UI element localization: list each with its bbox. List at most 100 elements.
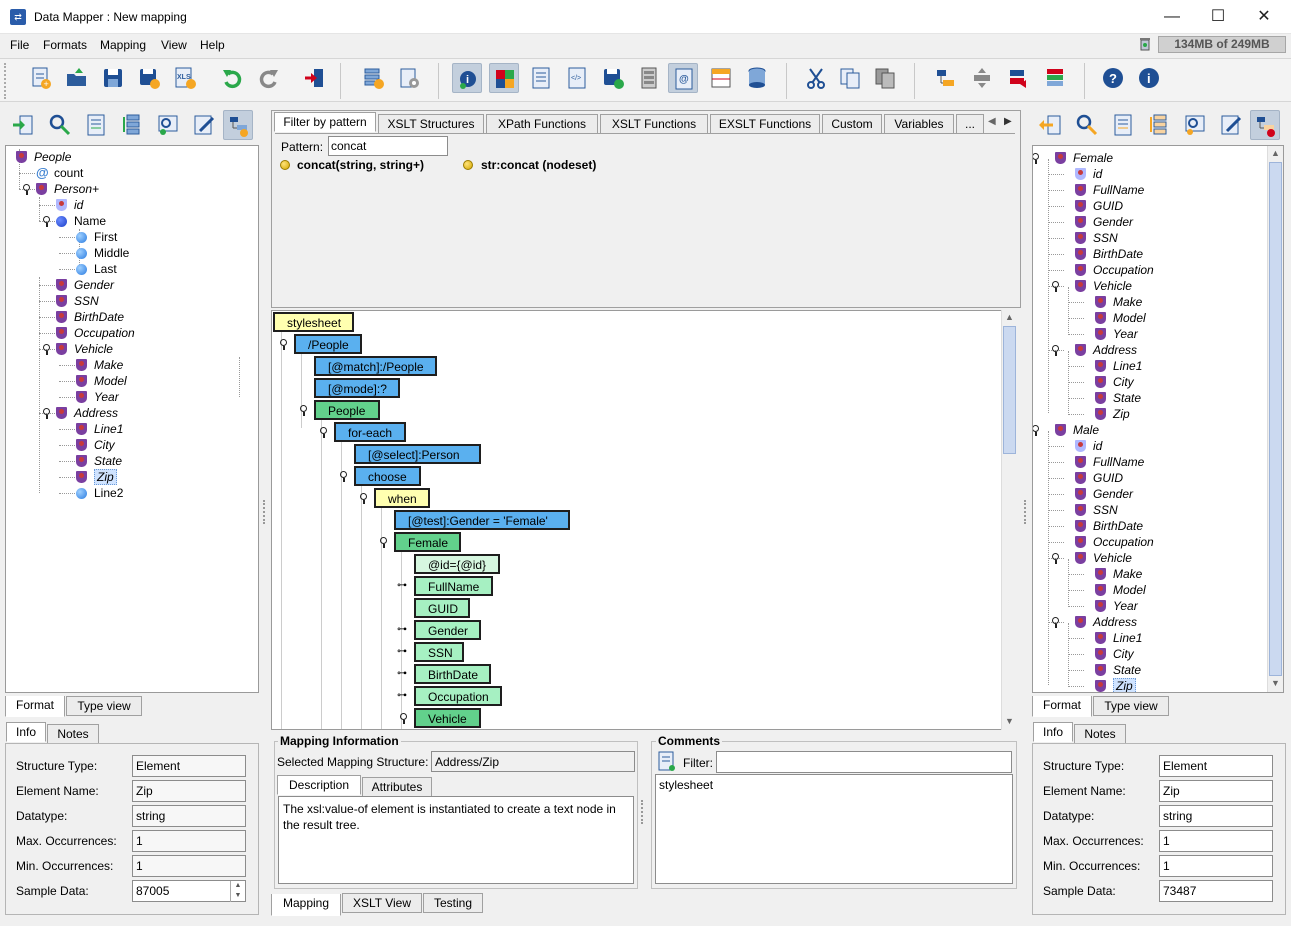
close-button[interactable]: ✕ — [1257, 8, 1271, 25]
xslt-node[interactable]: SSN — [414, 642, 464, 662]
add-mapping-icon[interactable] — [358, 63, 388, 93]
export-xls-icon[interactable]: XLS — [170, 63, 200, 93]
save-icon[interactable] — [98, 63, 128, 93]
xslt-node[interactable]: when — [374, 488, 430, 508]
target-edit-icon[interactable] — [1216, 110, 1246, 140]
expand-toggle-icon[interactable] — [22, 184, 31, 195]
expand-toggle-icon[interactable] — [359, 493, 368, 504]
tree-node-label[interactable]: Model — [94, 373, 127, 389]
comments-list[interactable]: stylesheet — [655, 774, 1013, 884]
tree-node-label[interactable]: FullName — [1093, 182, 1144, 198]
tree-node-label[interactable]: Person+ — [54, 181, 99, 197]
collapse-toggle-icon[interactable]: ⊶ — [397, 624, 407, 635]
structure-icon[interactable] — [117, 110, 147, 140]
tree-node-label[interactable]: State — [1113, 390, 1141, 406]
help-icon[interactable]: ? — [1098, 63, 1128, 93]
paste-icon[interactable] — [870, 63, 900, 93]
xslt-node[interactable]: Occupation — [414, 686, 502, 706]
collapse-toggle-icon[interactable]: ⊶ — [397, 668, 407, 679]
xslt-node[interactable]: GUID — [414, 598, 470, 618]
target-tree-view-icon[interactable] — [1250, 110, 1280, 140]
tabs-scroll-right-icon[interactable]: ▶ — [1004, 116, 1012, 127]
tree-node-label[interactable]: Female — [1073, 150, 1113, 166]
sample-data-spinner[interactable]: ▲▼ — [230, 881, 245, 902]
xslt-node[interactable]: @id={@id} — [414, 554, 500, 574]
find-icon[interactable] — [45, 110, 75, 140]
scroll-thumb[interactable] — [1269, 162, 1282, 676]
function-tab[interactable]: ... — [956, 114, 984, 134]
minimize-button[interactable]: — — [1164, 8, 1180, 25]
preview-icon[interactable] — [153, 110, 183, 140]
xslt-node[interactable]: choose — [354, 466, 421, 486]
move-node-icon[interactable] — [967, 63, 997, 93]
tree-node-label[interactable]: Year — [1113, 326, 1138, 342]
list-icon[interactable] — [526, 63, 556, 93]
tree-node-label[interactable]: Zip — [94, 469, 117, 485]
tree-node-label[interactable]: Occupation — [1093, 262, 1154, 278]
xslt-node[interactable]: Vehicle — [414, 708, 481, 728]
tree-node-label[interactable]: id — [1093, 166, 1102, 182]
menu-mapping[interactable]: Mapping — [100, 38, 147, 52]
tree-node-label[interactable]: SSN — [1093, 230, 1118, 246]
color-grid-icon[interactable] — [489, 63, 519, 93]
expand-toggle-icon[interactable] — [1051, 617, 1060, 628]
xslt-node[interactable]: /People — [294, 334, 362, 354]
expand-toggle-icon[interactable] — [1051, 345, 1060, 356]
delete-node-icon[interactable] — [1003, 63, 1033, 93]
tree-node-label[interactable]: Line1 — [1113, 630, 1142, 646]
tree-node-label[interactable]: Model — [1113, 310, 1146, 326]
tree-node-label[interactable]: id — [1093, 438, 1102, 454]
properties-icon[interactable] — [81, 110, 111, 140]
tab-testing[interactable]: Testing — [423, 893, 483, 913]
collapse-toggle-icon[interactable]: ⊶ — [397, 646, 407, 657]
center-splitter[interactable] — [641, 800, 644, 824]
xslt-scrollbar[interactable]: ▲ ▼ — [1001, 310, 1017, 730]
function-tab[interactable]: Filter by pattern — [274, 112, 376, 132]
tree-node-label[interactable]: Gender — [74, 277, 114, 293]
find-target-icon[interactable] — [1072, 110, 1102, 140]
xslt-node[interactable]: [@test]:Gender = 'Female' — [394, 510, 570, 530]
expand-toggle-icon[interactable] — [1033, 425, 1040, 436]
expand-toggle-icon[interactable] — [1033, 153, 1040, 164]
tree-node-label[interactable]: Make — [94, 357, 123, 373]
tab-target-format[interactable]: Format — [1032, 696, 1092, 717]
attribute-view-icon[interactable]: @ — [668, 63, 698, 93]
tree-node-label[interactable]: id — [74, 197, 83, 213]
tree-node-label[interactable]: First — [94, 229, 117, 245]
layers-icon[interactable] — [1040, 63, 1070, 93]
tree-node-label[interactable]: Address — [74, 405, 118, 421]
expand-toggle-icon[interactable] — [379, 537, 388, 548]
new-file-icon[interactable]: + — [26, 63, 56, 93]
xslt-node[interactable]: Female — [394, 532, 461, 552]
tree-node-label[interactable]: Vehicle — [74, 341, 113, 357]
function-tab[interactable]: EXSLT Functions — [710, 114, 820, 134]
collapse-toggle-icon[interactable]: ⊶ — [397, 580, 407, 591]
expand-toggle-icon[interactable] — [339, 471, 348, 482]
source-info-icon[interactable]: i — [452, 63, 482, 93]
expand-toggle-icon[interactable] — [1051, 281, 1060, 292]
scroll-up-icon[interactable]: ▲ — [1271, 148, 1280, 158]
tree-node-label[interactable]: Zip — [1113, 406, 1130, 422]
tree-node-label[interactable]: Line1 — [94, 421, 123, 437]
function-item-str-concat[interactable]: str:concat (nodeset) — [481, 158, 597, 172]
import-target-icon[interactable] — [1036, 110, 1066, 140]
scroll-down-icon[interactable]: ▼ — [1005, 716, 1014, 726]
exit-icon[interactable] — [300, 63, 330, 93]
scroll-down-icon[interactable]: ▼ — [1271, 678, 1280, 688]
target-scrollbar[interactable]: ▲ ▼ — [1267, 146, 1283, 692]
tree-view-icon[interactable] — [223, 110, 253, 140]
expand-toggle-icon[interactable] — [1051, 553, 1060, 564]
function-tab[interactable]: XPath Functions — [486, 114, 598, 134]
tree-node-label[interactable]: GUID — [1093, 470, 1123, 486]
target-properties-icon[interactable] — [1108, 110, 1138, 140]
tree-node-label[interactable]: People — [34, 149, 71, 165]
tree-node-label[interactable]: Year — [1113, 598, 1138, 614]
save-run-icon[interactable] — [598, 63, 628, 93]
function-tab[interactable]: Custom — [822, 114, 882, 134]
copy-icon[interactable] — [835, 63, 865, 93]
tree-node-label[interactable]: City — [1113, 374, 1134, 390]
tree-node-label[interactable]: City — [1113, 646, 1134, 662]
open-file-icon[interactable] — [62, 63, 92, 93]
tree-node-label[interactable]: Male — [1073, 422, 1099, 438]
